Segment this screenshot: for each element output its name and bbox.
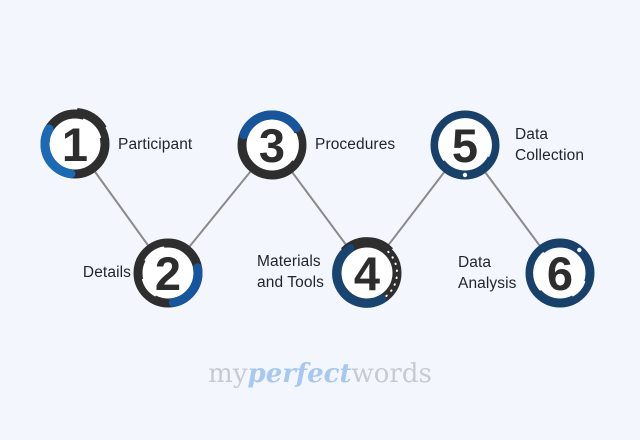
step-4-label: Materials and Tools: [257, 251, 324, 293]
step-3-number: 3: [258, 118, 286, 172]
logo-part-my: my: [208, 359, 248, 389]
step-4-label-line2: and Tools: [257, 274, 324, 291]
step-3-label-line1: Procedures: [315, 136, 396, 153]
step-2-circle-icon: [133, 238, 203, 308]
step-2-label-line1: Details: [82, 264, 131, 281]
step-3-circle-icon: [237, 110, 307, 180]
step-2-label: Details: [83, 262, 131, 283]
step-1-label: Participant: [118, 134, 192, 155]
step-1-label-line1: Participant: [118, 136, 193, 153]
step-3-label: Procedures: [315, 134, 395, 155]
step-6-label-line1: Data: [458, 254, 492, 271]
step-4-number: 4: [353, 246, 381, 300]
step-node-1: 1: [30, 99, 120, 189]
step-6-label-line2: Analysis: [458, 275, 517, 292]
step-1-number: 1: [61, 117, 89, 171]
step-5-label-line2: Collection: [515, 147, 585, 164]
step-5-number: 5: [451, 118, 479, 172]
step-6-number: 6: [546, 246, 574, 300]
step-6-circle-icon: [525, 238, 595, 308]
step-2-number: 2: [154, 246, 182, 300]
step-5-circle-icon: [430, 110, 500, 180]
step-6-label: Data Analysis: [458, 252, 517, 294]
logo-part-perfect: perfect: [247, 359, 352, 389]
step-node-5: 5: [420, 100, 510, 190]
step-4-circle-icon: [332, 237, 402, 308]
step-5-label: Data Collection: [515, 124, 584, 166]
step-4-label-line1: Materials: [257, 253, 321, 270]
step-node-4: 4: [322, 228, 412, 318]
step-node-2: 2: [123, 228, 213, 318]
logo-part-words: words: [351, 359, 432, 389]
myperfectwords-logo: myperfectwords: [208, 358, 432, 390]
step-node-3: 3: [227, 100, 317, 190]
step-1-circle-icon: [40, 108, 110, 179]
step-node-6: 6: [515, 228, 605, 318]
step-5-label-line1: Data: [515, 126, 549, 143]
